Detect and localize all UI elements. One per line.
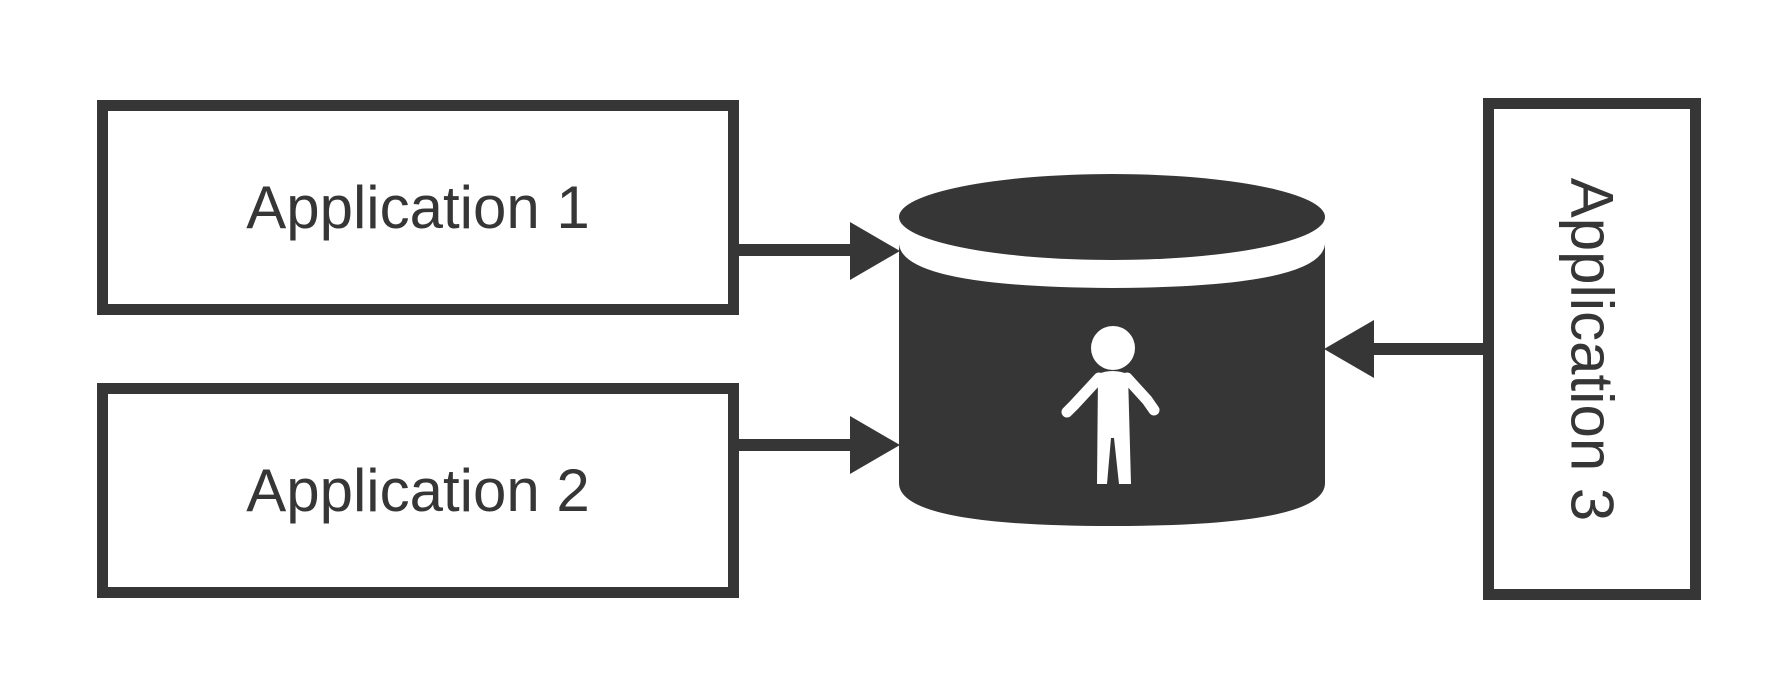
database-lid — [899, 174, 1325, 260]
arrow-app3-to-database — [1324, 320, 1484, 378]
application-3-box[interactable]: Application 3 — [1483, 98, 1701, 600]
arrow-app2-to-database — [739, 416, 900, 474]
person-icon — [1061, 326, 1160, 484]
application-3-label: Application 3 — [1558, 177, 1626, 521]
arrow-app1-to-database — [739, 222, 900, 280]
application-2-box[interactable]: Application 2 — [97, 383, 739, 598]
application-2-label: Application 2 — [246, 457, 590, 524]
application-1-label: Application 1 — [246, 174, 590, 241]
application-1-box[interactable]: Application 1 — [97, 100, 739, 315]
